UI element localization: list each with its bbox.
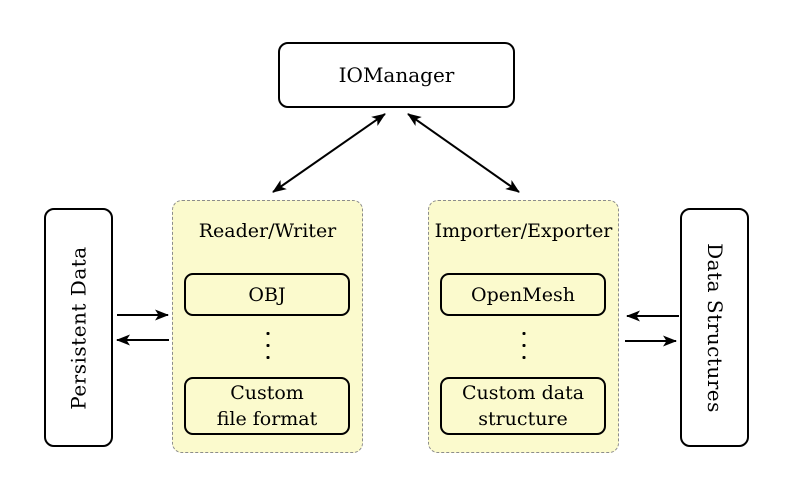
node-data-structures: Data Structures [680,208,749,447]
box-custom-data-structure-line1: Custom data [461,382,585,404]
node-iomanager: IOManager [278,42,515,108]
vertical-dots-icon [522,332,525,359]
node-persistent-data-label: Persistent Data [66,245,91,410]
box-openmesh: OpenMesh [440,273,606,316]
box-custom-file-format-line1: Custom [230,382,304,404]
arrow-iomanager-readerwriter [272,113,386,193]
arrow-iomanager-importerexporter [407,113,520,193]
group-reader-writer-title: Reader/Writer [198,220,337,242]
group-importer-exporter-title: Importer/Exporter [434,220,613,242]
box-custom-data-structure-line2: structure [478,408,568,430]
group-reader-writer: Reader/Writer OBJ Custom file format [172,200,363,453]
group-importer-exporter: Importer/Exporter OpenMesh Custom data s… [428,200,619,453]
box-obj: OBJ [184,273,350,316]
node-persistent-data: Persistent Data [44,208,113,447]
box-custom-data-structure: Custom data structure [440,377,606,435]
node-iomanager-label: IOManager [338,63,455,87]
node-data-structures-label: Data Structures [702,242,727,413]
box-openmesh-label: OpenMesh [471,283,575,306]
box-obj-label: OBJ [248,283,286,306]
box-custom-file-format: Custom file format [184,377,350,435]
box-custom-file-format-line2: file format [216,408,318,430]
vertical-dots-icon [266,332,269,359]
